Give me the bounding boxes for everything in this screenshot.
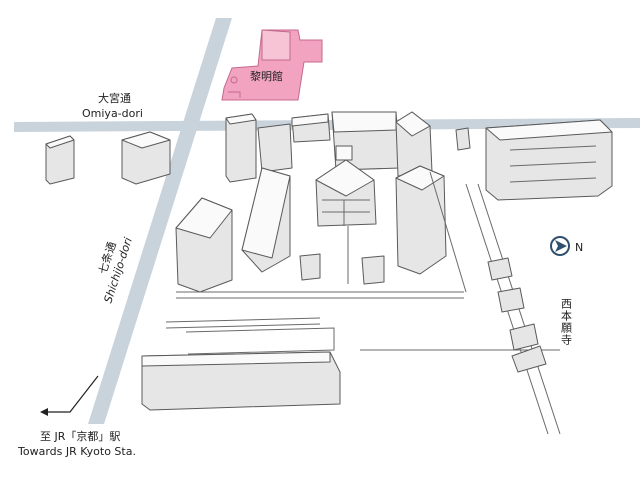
- reimeikan-label: 黎明館: [250, 69, 283, 83]
- station-direction-en: Towards JR Kyoto Sta.: [17, 445, 136, 458]
- bottom-building: [141, 351, 341, 411]
- east-building: [485, 119, 613, 201]
- long-halls: [175, 165, 447, 293]
- fences: [165, 171, 467, 355]
- svg-text:西本願寺: 西本願寺: [560, 298, 573, 346]
- main-hall: [315, 145, 377, 284]
- campus-buildings: [225, 111, 471, 183]
- north-arrow-icon: N: [550, 236, 583, 256]
- station-direction: 至 JR「京都」駅 Towards JR Kyoto Sta.: [17, 375, 136, 458]
- shichijo-road: [88, 18, 232, 424]
- compass-label: N: [575, 241, 583, 254]
- small-buildings-west: [45, 131, 171, 185]
- omiya-road-name-ja: 大宮通: [98, 91, 131, 105]
- east-street: [360, 183, 561, 435]
- omiya-road-name-en: Omiya-dori: [82, 107, 143, 120]
- station-direction-ja: 至 JR「京都」駅: [40, 429, 120, 443]
- reimeikan-building[interactable]: 黎明館: [221, 29, 323, 101]
- arrow-left-icon: [42, 375, 99, 413]
- temple-label: 西本願寺: [560, 298, 573, 346]
